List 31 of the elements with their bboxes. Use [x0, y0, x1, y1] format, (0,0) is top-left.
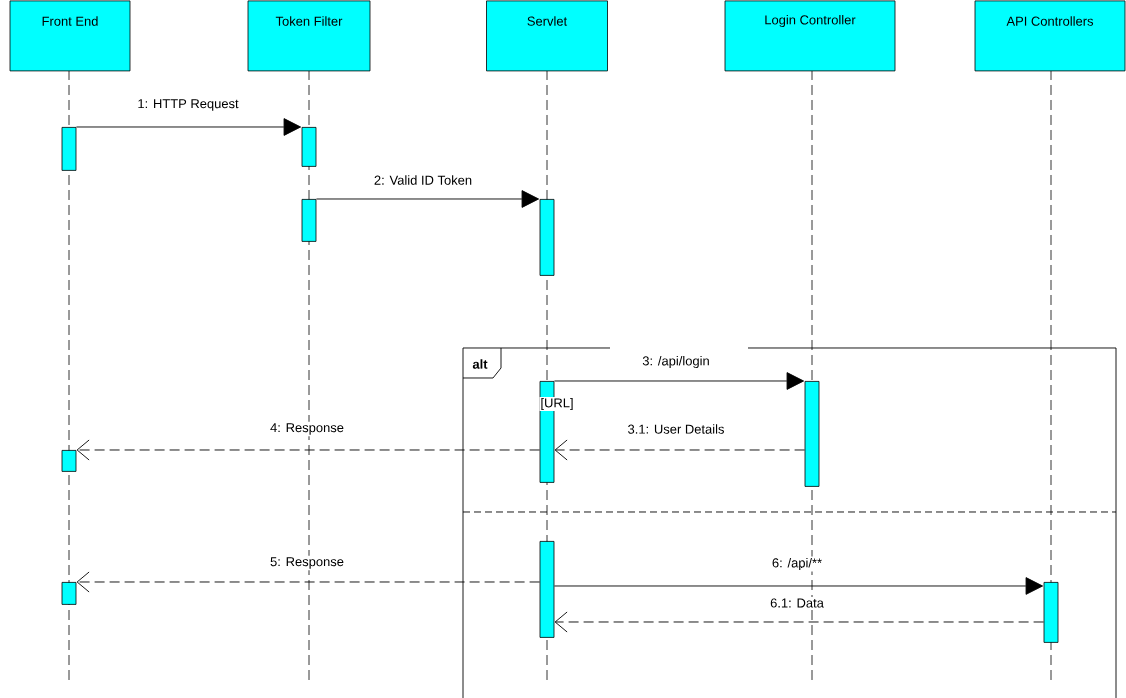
- activation-bar: [61, 450, 77, 472]
- edge-label: 1: HTTP Request: [135, 97, 241, 113]
- lifeline-head-box: Servlet: [486, 0, 608, 72]
- edge-label: 3.1: User Details: [626, 422, 726, 436]
- activation-bar: [61, 582, 77, 605]
- activation-bar: [539, 541, 555, 638]
- lifeline-head-box: Login Controller: [724, 0, 896, 72]
- message-arrow: [315, 190, 540, 208]
- message-arrow: [76, 439, 541, 461]
- activation-bar: [301, 127, 317, 167]
- activation-bar: [61, 127, 77, 171]
- edge-label: 4: Response: [268, 421, 346, 437]
- activation-bar: [804, 381, 820, 487]
- activation-bar: [301, 199, 317, 242]
- edge-label: 3: /api/login: [640, 354, 712, 370]
- message-arrow: [553, 577, 1044, 595]
- message-arrow: [554, 611, 1045, 633]
- guard-label: [URL]: [539, 396, 575, 412]
- edge-label: 5: Response: [268, 555, 346, 571]
- activation-bar: [539, 199, 555, 276]
- lifeline-head-box: Token Filter: [247, 0, 371, 72]
- lifeline-head-box: API Controllers: [974, 0, 1126, 72]
- message-arrow: [554, 439, 806, 461]
- edge-label: 6: /api/**: [770, 556, 824, 572]
- lifeline-head-box: Front End: [9, 0, 131, 72]
- activation-bar: [1043, 582, 1059, 643]
- message-arrow: [76, 571, 541, 593]
- message-arrow: [75, 118, 302, 136]
- edge-label: 6.1: Data: [768, 596, 826, 610]
- message-arrow: [553, 372, 805, 390]
- edge-label: 2: Valid ID Token: [372, 173, 474, 187]
